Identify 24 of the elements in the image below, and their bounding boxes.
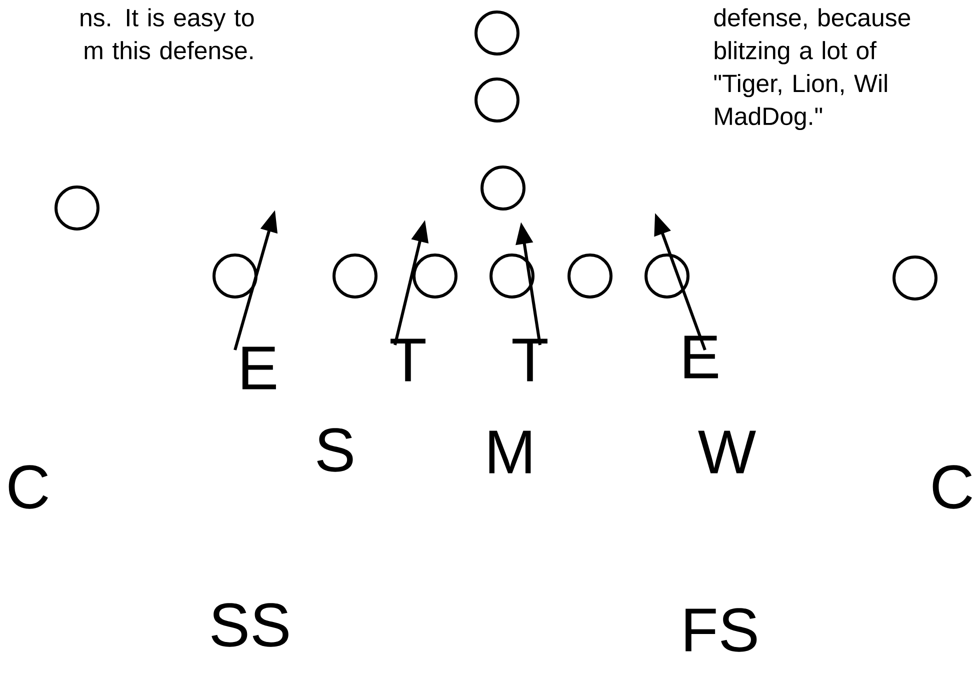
player-circle (474, 78, 520, 122)
player-letter: W (698, 430, 756, 474)
player-circle (54, 185, 100, 230)
note-text: ns. It is easy to m this defense. (80, 8, 254, 60)
player-circle (892, 255, 938, 300)
player-letter: M (489, 430, 531, 474)
note-text: defense, because blitzing a lot of "Tiger, Lion, Wil MadDog." (714, 8, 910, 130)
player-letter: C (932, 465, 972, 509)
player-letter: FS (686, 608, 757, 652)
player-letter: T (512, 338, 548, 382)
player-circle (490, 253, 534, 298)
player-circle (474, 10, 520, 56)
player-circle (212, 253, 258, 298)
player-letter: SS (212, 603, 288, 647)
player-circle (644, 253, 690, 298)
player-letter: C (8, 465, 48, 509)
player-circle (480, 165, 526, 210)
player-circle (412, 253, 458, 298)
player-letter: E (684, 336, 718, 378)
player-letter: T (390, 338, 426, 382)
player-circle (568, 253, 612, 298)
player-letter: S (317, 428, 353, 472)
player-letter: E (242, 346, 276, 390)
player-circle (332, 253, 378, 298)
